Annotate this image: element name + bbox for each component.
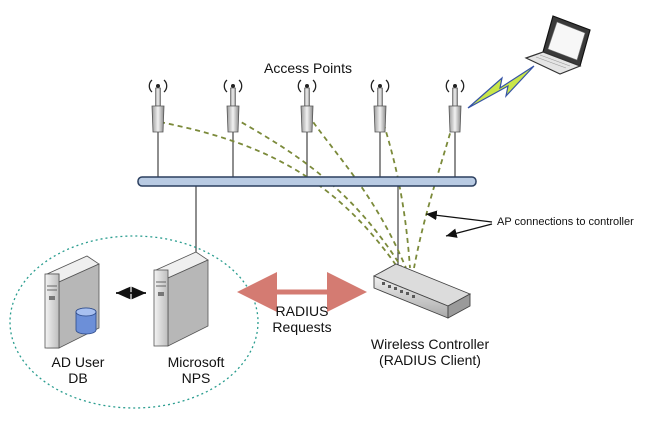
ad-user-db-label-1: AD User bbox=[51, 354, 105, 370]
server-icon bbox=[153, 251, 209, 347]
laptop-icon bbox=[524, 15, 591, 75]
ap-connection-pointers bbox=[425, 210, 493, 238]
switch-icon bbox=[372, 263, 472, 319]
access-point-icon bbox=[148, 79, 168, 133]
radius-requests-label-2: Requests bbox=[272, 319, 332, 335]
access-point-icon bbox=[370, 79, 390, 133]
wireless-controller-label-1: Wireless Controller bbox=[370, 336, 490, 352]
lightning-icon bbox=[467, 65, 535, 109]
radius-requests-label-1: RADIUS bbox=[275, 303, 329, 319]
access-points-label: Access Points bbox=[264, 60, 352, 76]
ap-connections-label: AP connections to controller bbox=[497, 216, 634, 228]
access-point-icon bbox=[297, 79, 317, 133]
network-backbone bbox=[137, 176, 477, 187]
access-point-icon bbox=[445, 79, 465, 133]
microsoft-nps-label-2: NPS bbox=[181, 370, 211, 386]
server-icon bbox=[44, 255, 100, 349]
server-group-outline bbox=[9, 235, 259, 409]
access-point-icon bbox=[223, 79, 243, 133]
database-icon bbox=[75, 307, 97, 335]
microsoft-nps-label-1: Microsoft bbox=[167, 354, 225, 370]
wireless-controller-label-2: (RADIUS Client) bbox=[379, 352, 481, 368]
ad-user-db-label-2: DB bbox=[68, 370, 88, 386]
ap-drops bbox=[157, 132, 456, 270]
